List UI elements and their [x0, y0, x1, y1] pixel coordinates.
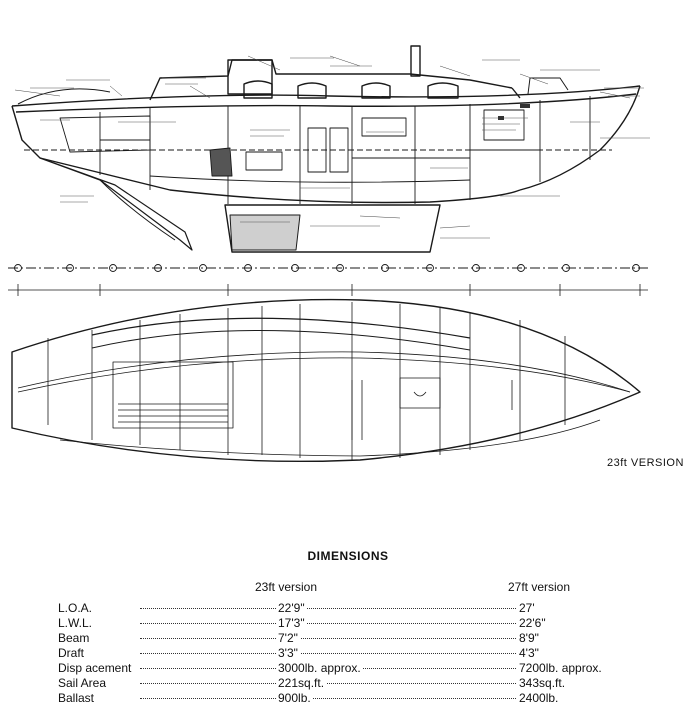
dot-leader: [140, 683, 530, 684]
portlight: [297, 82, 327, 99]
dimension-row: Draft 3'3" 4'3": [0, 646, 696, 661]
value-27ft: 22'6": [517, 616, 548, 630]
dot-leader: [140, 623, 530, 624]
sailboat-plan-drawing: [8, 45, 650, 463]
plan-view: [11, 298, 641, 463]
doghouse: [227, 59, 273, 95]
dimension-label: Draft: [58, 646, 85, 660]
dimension-label: Disp acement: [58, 661, 132, 675]
station-line: [8, 267, 648, 291]
keel: [224, 204, 441, 253]
sheer-line: [11, 85, 641, 107]
cabin-arc-inner: [91, 330, 471, 351]
dimension-row: Disp acement 3000lb. approx. 7200lb. app…: [0, 661, 696, 676]
portlight: [243, 80, 273, 99]
profile-view: [11, 45, 650, 253]
pulpit: [527, 77, 569, 95]
plan-outline: [11, 298, 641, 463]
value-23ft: 22'9": [276, 601, 307, 615]
value-23ft: 900lb.: [276, 691, 313, 705]
dimension-label: L.O.A.: [58, 601, 93, 615]
value-23ft: 3'3": [276, 646, 300, 660]
column-header-27ft: 27ft version: [508, 580, 571, 594]
value-23ft: 17'3": [276, 616, 307, 630]
value-23ft: 221sq.ft.: [276, 676, 327, 690]
transom: [11, 105, 41, 159]
station-markers: [14, 264, 640, 272]
value-27ft: 343sq.ft.: [517, 676, 568, 690]
mast-step: [410, 45, 421, 77]
value-23ft: 7'2": [276, 631, 300, 645]
value-27ft: 2400lb.: [517, 691, 561, 705]
dimension-label: Beam: [58, 631, 90, 645]
dot-leader: [140, 653, 530, 654]
version-caption: 23ft VERSION: [607, 457, 684, 469]
value-27ft: 7200lb. approx.: [517, 661, 604, 675]
stem: [519, 85, 641, 191]
value-23ft: 3000lb. approx.: [276, 661, 363, 675]
hull-bottom: [39, 157, 521, 204]
dimensions-title: DIMENSIONS: [307, 549, 389, 563]
cabin-arc: [91, 317, 471, 339]
column-header-23ft: 23ft version: [255, 580, 318, 594]
dimension-row: Sail Area 221sq.ft. 343sq.ft.: [0, 676, 696, 691]
deck-line: [15, 93, 637, 113]
portlight: [427, 82, 459, 99]
cabin-front: [511, 87, 521, 99]
dot-leader: [140, 698, 530, 699]
stern-pulpit: [17, 88, 111, 105]
dimension-row: L.O.A. 22'9" 27': [0, 601, 696, 616]
propeller-area: [99, 179, 176, 241]
value-27ft: 8'9": [517, 631, 541, 645]
ballast-hatch: [229, 214, 301, 251]
dimension-row: Beam 7'2" 8'9": [0, 631, 696, 646]
value-27ft: 27': [517, 601, 537, 615]
profile-annotations: [498, 104, 530, 120]
dot-leader: [140, 608, 530, 609]
portlight: [361, 82, 391, 99]
dot-leader: [140, 638, 530, 639]
dimension-ticks: [17, 284, 641, 296]
dimension-label: L.W.L.: [58, 616, 93, 630]
dimension-row: L.W.L. 17'3" 22'6": [0, 616, 696, 631]
dimension-label: Sail Area: [58, 676, 107, 690]
dimension-row: Ballast 900lb. 2400lb.: [0, 691, 696, 706]
value-27ft: 4'3": [517, 646, 541, 660]
dimension-label: Ballast: [58, 691, 95, 705]
